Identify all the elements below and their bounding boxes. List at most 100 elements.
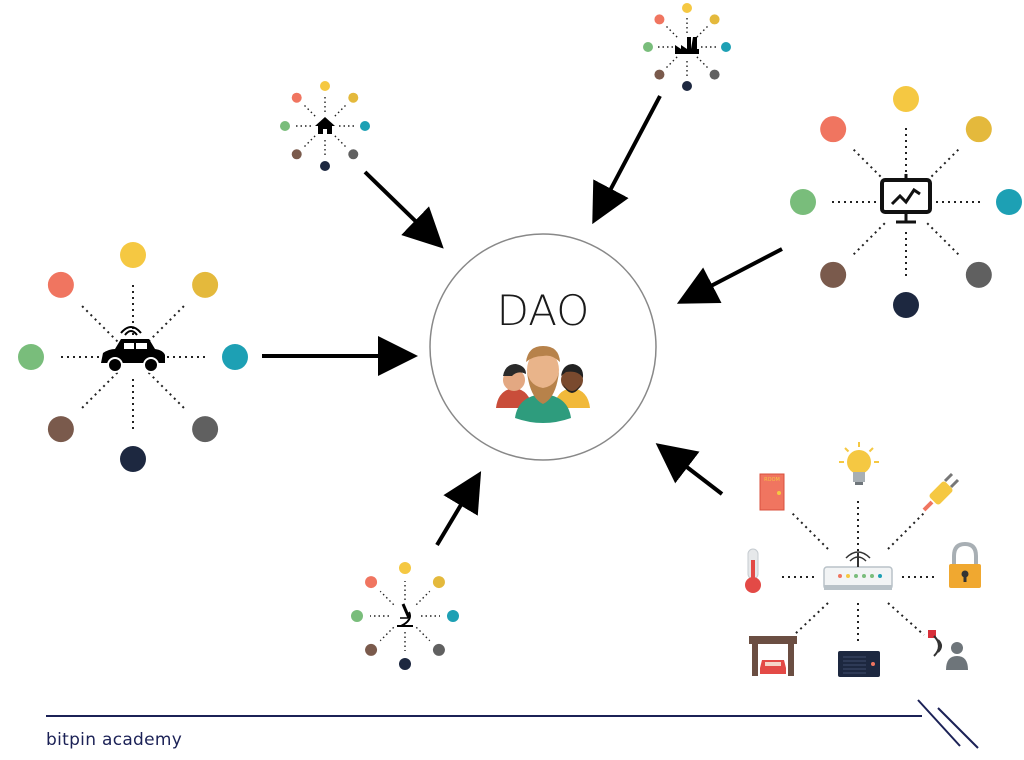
node-yellow: [120, 242, 146, 268]
connector-line: [793, 602, 829, 636]
home-cluster: [280, 81, 370, 171]
node-teal: [360, 121, 370, 131]
car-cluster: [18, 242, 248, 472]
node-green: [351, 610, 363, 622]
connector-line: [379, 626, 395, 642]
footer-slash-2: [937, 707, 979, 749]
node-navy: [682, 81, 692, 91]
chart-board-icon: [880, 174, 932, 224]
motion-sensor-icon: [928, 630, 968, 670]
arrow-presentation-to-dao: [676, 247, 783, 304]
lightbulb-icon: [839, 442, 879, 485]
arrow-factory-to-dao: [592, 95, 662, 225]
iot-cluster: ROOM: [745, 442, 981, 677]
connected-car-icon: [101, 326, 165, 373]
padlock-icon: [949, 541, 981, 588]
factory-icon: [675, 37, 699, 54]
connector-line: [851, 147, 886, 182]
microscope-icon: [397, 603, 413, 627]
node-yellow: [893, 86, 919, 112]
node-coral: [291, 92, 302, 103]
thermometer-icon: [745, 548, 761, 593]
speaker-icon: [838, 651, 880, 677]
factory-cluster: [643, 3, 731, 91]
node-mustard: [965, 116, 992, 143]
router-icon: [823, 551, 893, 590]
node-yellow: [682, 3, 692, 13]
arrows-layer: [262, 95, 783, 547]
connector-line: [334, 105, 346, 117]
connector-line: [887, 512, 925, 550]
node-brown: [47, 416, 74, 443]
connector-line: [926, 222, 961, 257]
presentation-cluster: [790, 86, 1022, 318]
connector-line: [926, 147, 961, 182]
door-icon: ROOM: [759, 473, 785, 511]
house-icon: [315, 117, 335, 134]
door-label: ROOM: [764, 477, 780, 483]
connector-line: [147, 302, 188, 343]
footer-decoration: [46, 699, 979, 749]
arrow-home-to-dao: [363, 170, 444, 249]
node-mustard: [348, 92, 359, 103]
garage-icon: [749, 636, 797, 676]
node-coral: [47, 271, 74, 298]
node-mustard: [432, 576, 445, 589]
connector-line: [304, 135, 316, 147]
node-gray: [709, 69, 720, 80]
node-brown: [654, 69, 665, 80]
connector-line: [851, 222, 886, 257]
node-navy: [893, 292, 919, 318]
node-yellow: [399, 562, 411, 574]
dao-hub: DAO: [429, 233, 657, 461]
node-gray: [432, 643, 445, 656]
connector-line: [666, 26, 678, 38]
connector-line: [147, 371, 188, 412]
connector-line: [887, 602, 925, 636]
connector-line: [791, 512, 829, 550]
node-coral: [820, 116, 847, 143]
node-navy: [120, 446, 146, 472]
node-gray: [348, 149, 359, 160]
node-mustard: [192, 271, 219, 298]
footer-brand: bitpin academy: [46, 730, 183, 750]
connector-line: [379, 590, 395, 606]
arrow-lab-to-dao: [435, 471, 482, 547]
node-green: [18, 344, 44, 370]
node-navy: [320, 161, 330, 171]
connector-line: [696, 26, 708, 38]
node-coral: [365, 576, 378, 589]
dao-title: DAO: [497, 286, 590, 335]
lab-cluster: [351, 562, 459, 670]
node-green: [790, 189, 816, 215]
node-yellow: [320, 81, 330, 91]
node-coral: [654, 14, 665, 25]
node-navy: [399, 658, 411, 670]
node-brown: [365, 643, 378, 656]
node-gray: [192, 416, 219, 443]
node-green: [280, 121, 290, 131]
connector-line: [415, 626, 431, 642]
clusters-layer: ROOM: [18, 3, 1022, 677]
plug-icon: [922, 472, 960, 512]
node-teal: [222, 344, 248, 370]
node-green: [643, 42, 653, 52]
connector-line: [78, 302, 119, 343]
node-teal: [447, 610, 459, 622]
footer-slash-1: [917, 699, 961, 747]
node-brown: [820, 261, 847, 288]
node-teal: [721, 42, 731, 52]
arrow-iot-to-dao: [655, 443, 724, 496]
node-teal: [996, 189, 1022, 215]
connector-line: [334, 135, 346, 147]
node-brown: [291, 149, 302, 160]
node-mustard: [709, 14, 720, 25]
connector-line: [666, 56, 678, 68]
connector-line: [415, 590, 431, 606]
people-group-icon: [496, 346, 590, 423]
connector-line: [696, 56, 708, 68]
connector-line: [304, 105, 316, 117]
connector-line: [78, 371, 119, 412]
node-gray: [965, 261, 992, 288]
